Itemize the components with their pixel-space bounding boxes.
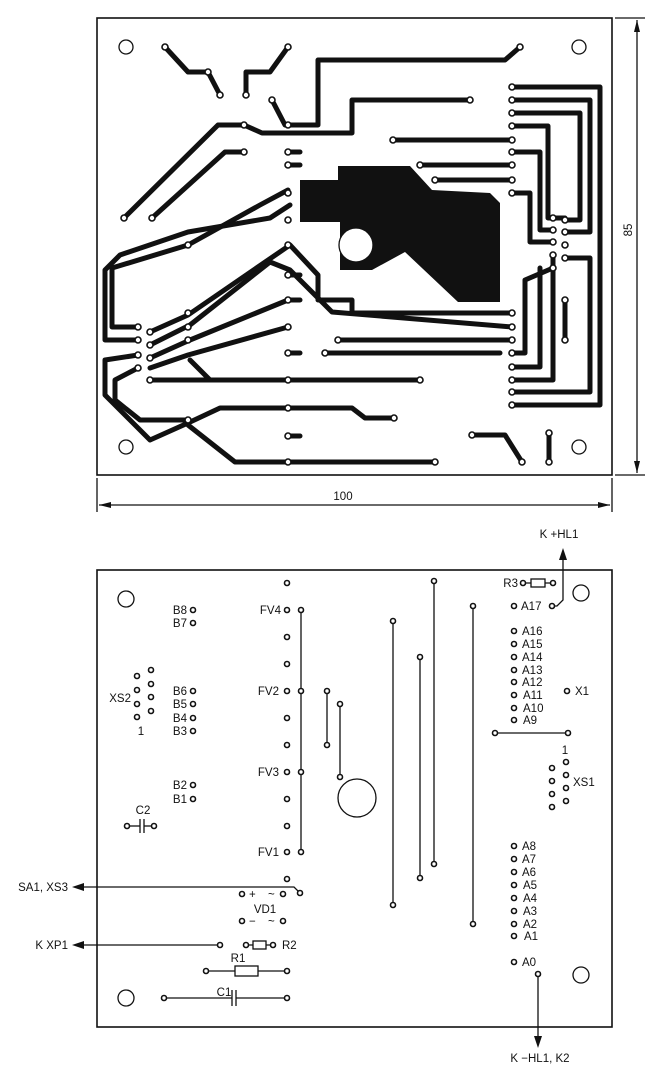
k-plus-hl1-label: K +HL1 [540,529,579,541]
c2-label: C2 [136,805,151,817]
r1-label: R1 [231,953,246,965]
dimension-height: 85 [615,17,645,476]
xs1-pin1-label: 1 [562,745,568,757]
k-plus-hl1-lead: K +HL1 [540,529,579,610]
c1-label: C1 [217,987,232,999]
a1-label: A1 [524,931,538,943]
fv3-label: FV3 [258,767,279,779]
a15-label: A15 [522,639,542,651]
mounting-hole-center [338,227,374,263]
a13-label: A13 [522,665,542,677]
k-minus-hl1-k2-label: K −HL1, K2 [510,1053,569,1065]
x1-label: X1 [575,686,589,698]
mounting-hole [572,584,590,602]
b8-label: B8 [173,605,187,617]
resistor-r3: R3 [503,578,557,590]
diode-bridge-vd1: + ~ − ~ VD1 [238,889,287,928]
a12-label: A12 [522,677,542,689]
mounting-hole-center [337,778,377,818]
sa1-xs3-label: SA1, XS3 [18,882,68,894]
sa1-xs3-lead: SA1, XS3 [18,882,304,897]
xs2-pin1-label: 1 [138,726,144,738]
b7-label: B7 [173,618,187,630]
b-pads [189,606,197,803]
b2-label: B2 [173,780,187,792]
a10-label: A10 [523,703,543,715]
resistor-r1: R1 [202,953,291,977]
a6-label: A6 [522,867,536,879]
vd1-minus-label: − [249,916,256,928]
b3-label: B3 [173,726,187,738]
xs2-label: XS2 [109,693,131,705]
b5-label: B5 [173,699,187,711]
bottom-board: FV4 FV2 FV3 FV1 B8 B7 B6 B5 B4 B3 B2 B1 … [18,529,613,1065]
vd1-ac-label: ~ [268,889,275,901]
copper-pour [300,166,500,302]
resistor-r2: R2 [242,940,297,952]
xs2-connector [133,666,155,721]
a3-label: A3 [523,906,537,918]
top-board: 100 85 [96,17,645,512]
copper-traces [102,44,603,465]
r2-label: R2 [282,940,297,952]
x1-pad [563,687,571,695]
dimension-height-label: 85 [623,224,635,237]
vd1-label: VD1 [254,904,276,916]
k-minus-hl1-k2-lead: K −HL1, K2 [510,970,570,1065]
xs1-connector [548,758,570,811]
b1-label: B1 [173,794,187,806]
a9-label: A9 [523,715,537,727]
vd1-plus-label: + [249,889,256,901]
b6-label: B6 [173,686,187,698]
a11-label: A11 [523,690,543,702]
mounting-hole [571,439,587,455]
top-pads [120,43,569,466]
mounting-hole [118,439,134,455]
a8-label: A8 [522,841,536,853]
a7-label: A7 [522,854,536,866]
a5-label: A5 [523,880,537,892]
r3-label: R3 [503,578,518,590]
mounting-hole [117,590,135,608]
fv4-label: FV4 [260,605,282,617]
a17-label: A17 [521,601,541,613]
mounting-hole [118,39,134,55]
fv2-label: FV2 [258,686,279,698]
a-pads [510,602,518,966]
fv-pad-column [283,579,291,883]
a16-label: A16 [522,626,542,638]
capacitor-c2: C2 [123,805,158,833]
capacitor-c1: C1 [160,987,291,1006]
dimension-width: 100 [96,478,613,512]
b4-label: B4 [173,713,188,725]
fv1-label: FV1 [258,847,279,859]
mounting-hole [117,989,135,1007]
mounting-hole [572,966,590,984]
a2-label: A2 [523,919,537,931]
a4-label: A4 [523,893,538,905]
jumper-wires [297,577,572,928]
xs1-label: XS1 [573,777,595,789]
mounting-hole [571,39,587,55]
dimension-width-label: 100 [333,491,352,503]
k-xp1-label: K XP1 [35,940,68,952]
k-xp1-lead: K XP1 [35,940,224,952]
a0-label: A0 [522,957,536,969]
vd1-ac-label: ~ [268,916,275,928]
a-labels: A17 A16 A15 A14 A13 A12 A11 A10 A9 A8 A7… [521,601,543,969]
a14-label: A14 [522,652,543,664]
